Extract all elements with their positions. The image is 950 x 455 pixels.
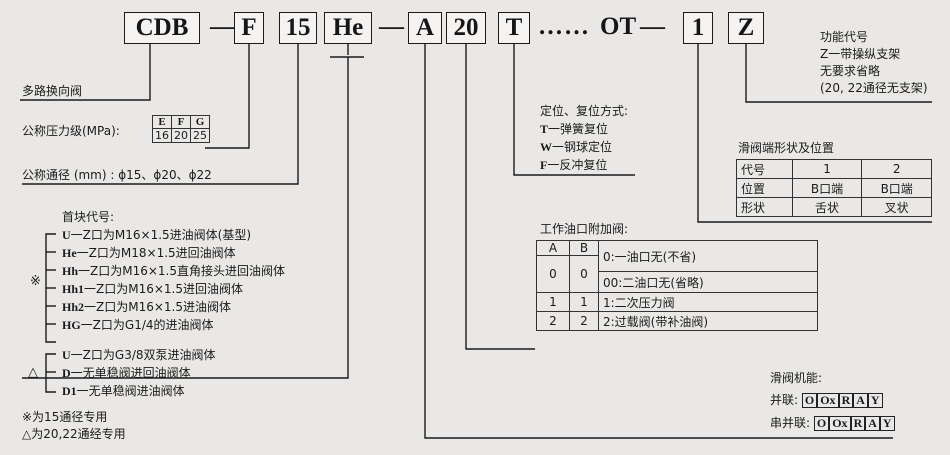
pressure-val-e: 16: [152, 128, 172, 143]
pressure-val-g: 25: [190, 128, 210, 143]
spool-func-title: 滑阀机能:: [770, 371, 823, 385]
first-block-item: Hh1一Z口为M16×1.5进回油阀体: [62, 282, 243, 296]
first-block-item: D一无单稳阀进回油阀体: [62, 366, 191, 380]
parallel-label: 并联:: [770, 393, 799, 407]
spool-table: 代号 1 2 位置 B口端 B口端 形状 舌状 叉状: [736, 159, 932, 217]
code-box-20: 20: [446, 12, 486, 44]
func-line: (20, 22通径无支架): [820, 81, 928, 95]
table-row: 形状 舌状 叉状: [736, 197, 932, 217]
code-dash: —: [210, 13, 235, 40]
port-title: 工作油口附加阀:: [540, 222, 629, 236]
leader-1: [697, 44, 932, 223]
table-row: 00:二油口无(省略): [537, 271, 818, 293]
positioning-item: W一钢球定位: [540, 140, 613, 154]
first-block-title: 首块代号:: [62, 210, 115, 224]
spool-title: 滑阀端形状及位置: [738, 141, 835, 155]
first-block-item: Hh2一Z口为M16×1.5进油阀体: [62, 300, 231, 314]
pressure-table: E F G 16 20 25: [152, 115, 210, 143]
label-diameter: 公称通径 (mm) : ϕ15、ϕ20、ϕ22: [22, 168, 212, 182]
code-box-z: Z: [728, 12, 764, 44]
positioning-title: 定位、复位方式:: [540, 104, 629, 118]
func-line: 无要求省略: [820, 64, 881, 78]
code-dots: ……: [538, 13, 590, 40]
pressure-head-e: E: [152, 115, 172, 129]
leader-a: [424, 44, 893, 439]
code-box-t: T: [498, 12, 530, 44]
leader-he-down: [22, 57, 349, 379]
positioning-item: F一反冲复位: [540, 158, 608, 172]
mark-triangle: △: [28, 365, 38, 380]
code-box-a: A: [408, 12, 442, 44]
code-box-1: 1: [683, 12, 713, 44]
mark-x: ※: [30, 274, 41, 289]
table-row: 代号 1 2: [736, 159, 932, 179]
pressure-head-f: F: [171, 115, 191, 129]
code-box-he: He: [324, 12, 372, 44]
code-box-cdb: CDB: [124, 12, 200, 44]
code-dash: —: [640, 13, 665, 40]
leader-20: [465, 44, 535, 350]
code-ot: OT: [600, 13, 637, 40]
label-valve: 多路换向阀: [22, 84, 83, 98]
leader-cdb: [20, 44, 151, 101]
code-box-15: 15: [279, 12, 317, 44]
leader-15: [22, 44, 299, 185]
positioning-item: T一弹簧复位: [540, 122, 609, 136]
note-15: ※为15通径专用: [22, 410, 108, 424]
port-table: A B 0:一油口无(不省) 0 0 00:二油口无(省略) 1 1 1:二次压…: [536, 240, 818, 331]
first-block-item: Hh一Z口为M16×1.5直角接头进回油阀体: [62, 264, 285, 278]
leader-f: [205, 44, 250, 149]
label-pressure: 公称压力级(MPa):: [22, 124, 120, 138]
func-line: Z一带操纵支架: [820, 47, 901, 61]
first-block-item: D1一无单稳阀进油阀体: [62, 384, 185, 398]
first-block-item: U一Z口为G3/8双泵进油阀体: [62, 348, 216, 362]
first-block-item: HG一Z口为G1/4的进油阀体: [62, 318, 214, 332]
leader-z: [745, 44, 932, 103]
leader-t: [513, 44, 635, 176]
first-block-item: U一Z口为M16×1.5进油阀体(基型): [62, 228, 252, 242]
table-row: 2 2 2:过载阀(带补油阀): [536, 311, 818, 331]
note-20-22: △为20,22通经专用: [22, 427, 126, 441]
code-dash: —: [379, 13, 404, 40]
pressure-val-f: 20: [171, 128, 191, 143]
func-title: 功能代号: [820, 30, 869, 44]
table-row: 位置 B口端 B口端: [736, 178, 932, 198]
series-label: 串并联:: [770, 416, 811, 430]
table-row: 1 1 1:二次压力阀: [536, 292, 818, 312]
first-block-item: He一Z口为M18×1.5进回油阀体: [62, 246, 236, 260]
bracket-tri: [45, 353, 56, 393]
table-row: A B 0:一油口无(不省): [536, 240, 818, 272]
code-box-f: F: [234, 12, 264, 44]
pressure-head-g: G: [190, 115, 210, 129]
